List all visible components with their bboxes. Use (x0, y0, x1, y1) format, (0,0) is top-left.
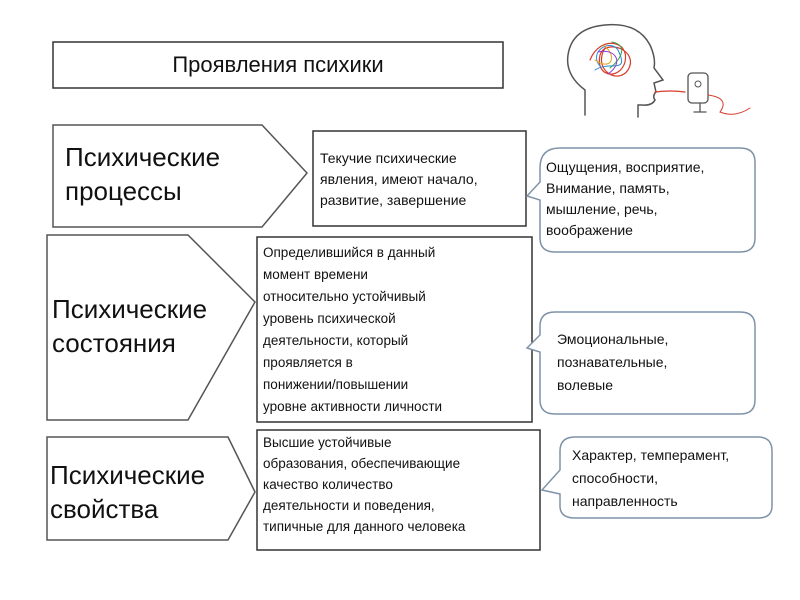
definition-processes: Текучие психические явления, имеют начал… (320, 150, 478, 208)
examples-processes: Ощущения, восприятие, Внимание, память, … (546, 159, 705, 238)
definition-box-states (256, 236, 533, 423)
definition-box-properties (256, 429, 541, 551)
definition-box-processes (312, 130, 527, 227)
head-illustration (566, 23, 751, 118)
callout-states (525, 311, 756, 415)
category-arrow-states (46, 234, 256, 421)
examples-properties: Характер, темперамент, способности, напр… (572, 447, 730, 509)
category-arrow-properties (46, 436, 256, 541)
examples-states: Эмоциональные, познавательные, волевые (557, 331, 669, 393)
category-properties: Психические свойства (50, 460, 206, 524)
title-box (52, 41, 504, 89)
callout-processes (525, 147, 756, 253)
category-arrow-processes (52, 124, 309, 228)
page-title: Проявления психики (172, 52, 384, 77)
category-states: Психические состояния (52, 294, 208, 358)
definition-properties: Высшие устойчивые образования, обеспечив… (263, 435, 466, 534)
definition-states: Определившийся в данный момент времени о… (263, 245, 443, 414)
callout-properties (540, 436, 773, 519)
category-processes: Психические процессы (65, 142, 221, 206)
